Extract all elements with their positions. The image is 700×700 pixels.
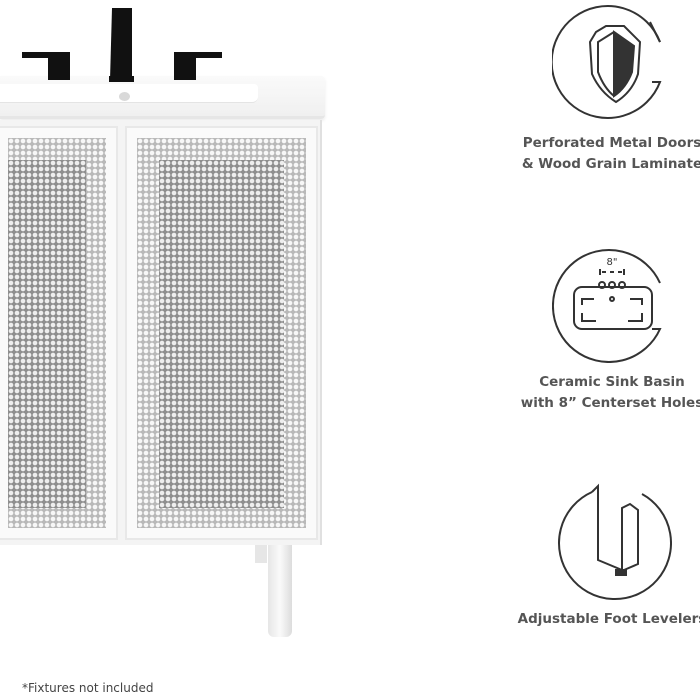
faucet-icon: [22, 8, 222, 82]
left-door: [0, 126, 118, 540]
feature-label-doors: Perforated Metal Doors & Wood Grain Lami…: [512, 133, 700, 175]
sink-basin-icon: 8": [552, 249, 662, 363]
feature-line: with 8” Centerset Holes: [520, 395, 700, 411]
shield-icon: [552, 5, 662, 119]
feature-line: & Wood Grain Laminate: [521, 156, 700, 172]
feature-label-levelers: Adjustable Foot Levelers: [512, 609, 700, 630]
feature-line: Perforated Metal Doors: [522, 135, 700, 151]
feature-line: Ceramic Sink Basin: [539, 374, 685, 390]
feature-label-sink: Ceramic Sink Basin with 8” Centerset Hol…: [512, 372, 700, 414]
foot-leveler-icon: [558, 483, 672, 601]
leg-front: [268, 545, 292, 637]
right-door: [125, 126, 318, 540]
feature-line: Adjustable Foot Levelers: [517, 611, 700, 627]
overflow-drain: [119, 92, 130, 101]
footnote: *Fixtures not included: [22, 681, 154, 695]
dimension-label: 8": [607, 257, 618, 268]
leg-back: [255, 545, 267, 563]
